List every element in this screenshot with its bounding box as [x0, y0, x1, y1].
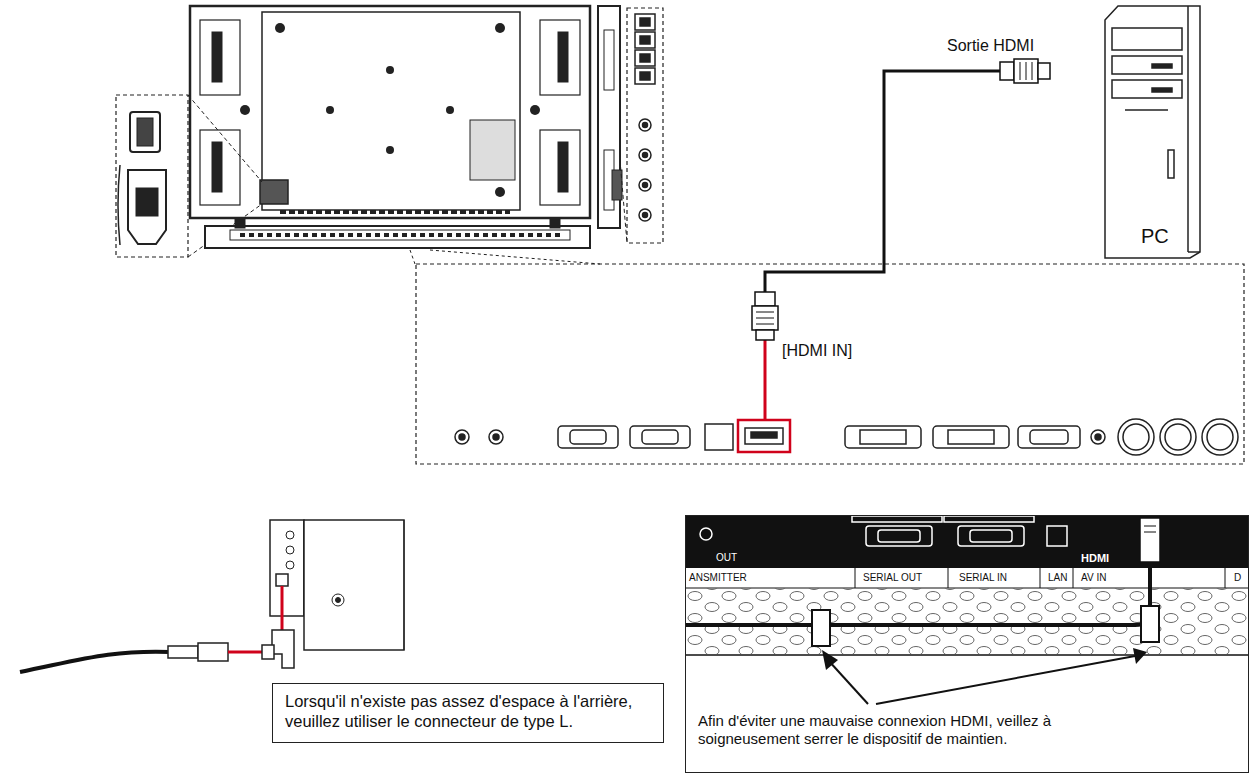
port-label: SERIAL OUT — [863, 572, 922, 584]
hdmi-cable — [752, 59, 1050, 420]
hdmi-clamp-inset — [686, 516, 1248, 704]
monitor-side — [598, 6, 663, 243]
port-label: D — [1234, 572, 1241, 584]
port-label: LAN — [1048, 572, 1067, 584]
port-label: OUT — [716, 552, 737, 564]
l-connector — [20, 520, 404, 672]
pc-tower — [1105, 6, 1200, 258]
monitor-rear — [190, 6, 590, 218]
port-name: Sortie HDMI — [947, 36, 1034, 55]
inset-panel: OUT ANSMITTER SERIAL OUT SERIAL IN LAN HDMI AV… — [685, 515, 1249, 773]
port-label: SERIAL IN — [959, 572, 1007, 584]
note-box: Lorsqu'il n'existe pas assez d'espace à … — [272, 683, 664, 743]
port-name: [HDMI IN] — [782, 341, 852, 360]
caption-note: Afin d'éviter une mauvaise connexion HDM… — [698, 712, 1138, 748]
device-name: PC — [1141, 224, 1169, 248]
port-label: AV IN — [1081, 572, 1106, 584]
port-label: ANSMITTER — [689, 572, 747, 584]
hdmi-logo: HDMI — [1081, 552, 1109, 565]
text-label: Lorsqu'il n'existe pas assez d'espace à … — [285, 692, 651, 732]
connector-panel — [416, 264, 1244, 464]
monitor-bottom — [205, 218, 600, 264]
